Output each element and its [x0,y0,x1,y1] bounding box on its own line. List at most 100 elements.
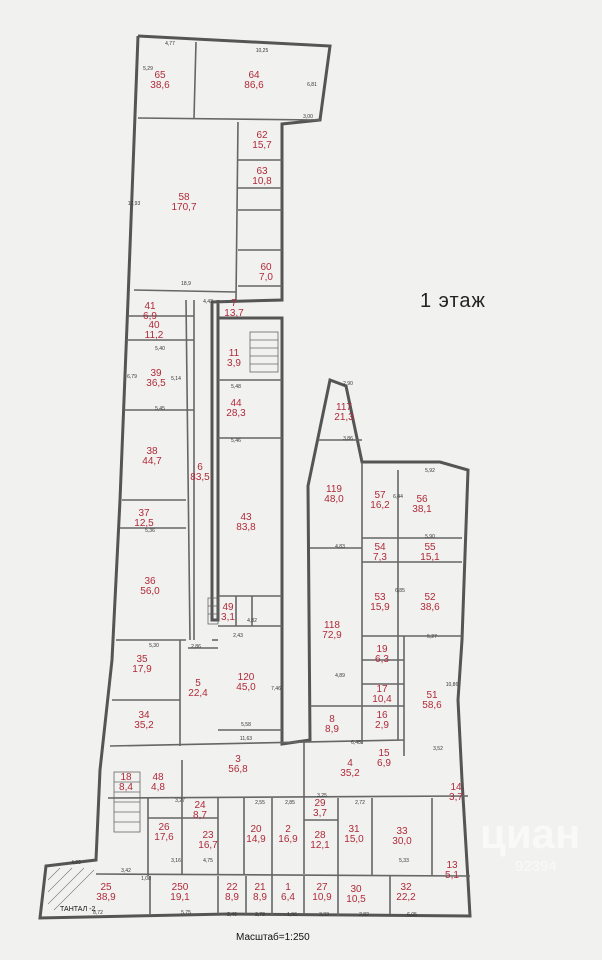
room-48: 484,8 [151,772,165,793]
room-area: 35,2 [340,768,360,779]
dimension-label: 3,16 [171,858,181,864]
room-41: 416,9 [143,301,157,322]
room-area: 16,7 [198,840,218,851]
room-number: 58 [178,192,190,203]
dimension-label: 6,44 [393,494,403,500]
room-6: 683,5 [190,462,210,483]
dimension-label: 5,75 [181,910,191,916]
room-number: 60 [260,262,272,273]
room-area: 45,0 [236,682,256,693]
room-number: 117 [336,402,352,413]
room-area: 3,9 [227,358,241,369]
room-area: 170,7 [171,202,196,213]
room-number: 53 [374,592,386,603]
room-area: 15,7 [252,140,272,151]
room-number: 65 [154,70,166,81]
room-number: 2 [285,824,291,835]
room-number: 5 [195,678,201,689]
room-number: 38 [146,446,158,457]
stairs [113,331,279,833]
room-18: 188,4 [119,772,133,793]
room-number: 57 [374,490,386,501]
room-number: 52 [424,592,436,603]
dimension-label: 18,9 [181,281,191,287]
room-number: 64 [248,70,260,81]
room-number: 4 [347,758,353,769]
room-area: 17,6 [154,832,174,843]
room-area: 7,0 [259,272,273,283]
dimension-label: 2,86 [191,644,201,650]
interior-walls [95,41,471,916]
room-number: 44 [230,398,242,409]
room-area: 5,1 [445,870,459,881]
dimension-label: 2,82 [359,912,369,918]
room-area: 10,4 [372,694,392,705]
room-15: 156,9 [377,748,391,769]
room-number: 17 [376,684,388,695]
room-area: 10,9 [312,892,332,903]
room-number: 27 [316,882,328,893]
room-area: 38,6 [150,80,170,91]
room-area: 58,6 [422,700,442,711]
dimension-label: 17,93 [128,201,141,207]
dimension-label: 3,25 [317,793,327,799]
dimension-label: 2,85 [285,800,295,806]
dimension-label: 5,46 [231,438,241,444]
dimension-label: 2,72 [355,800,365,806]
dimension-label: 5,58 [241,722,251,728]
room-area: 56,0 [140,586,160,597]
dimension-label: 5,92 [425,468,435,474]
dimension-label: 6,79 [127,374,137,380]
room-number: 118 [324,620,340,631]
dimension-label: 5,27 [427,634,437,640]
room-60: 607,0 [259,262,273,283]
room-number: 51 [426,690,438,701]
room-2: 216,9 [278,824,298,845]
room-area: 28,3 [226,408,246,419]
room-number: 30 [350,884,362,895]
dimension-label: 2,43 [233,633,243,639]
room-area: 22,2 [396,892,416,903]
room-area: 48,0 [324,494,344,505]
room-area: 22,4 [188,688,208,699]
room-area: 12,1 [310,840,330,851]
room-area: 12,5 [134,518,154,529]
room-area: 6,9 [377,758,391,769]
room-number: 35 [136,654,148,665]
dimension-label: 6,05 [407,912,417,918]
room-area: 13,7 [224,308,244,319]
room-number: 43 [240,512,252,523]
watermark-id: 92394 [515,858,557,875]
room-number: 49 [222,602,234,613]
room-13: 135,1 [445,860,459,881]
room-area: 6,4 [281,892,295,903]
dimension-label: 3,52 [433,746,443,752]
room-area: 21,3 [334,412,354,423]
bottom-left-label: ТАНТАЛ -2 [60,906,96,913]
dimension-label: 4,75 [203,858,213,864]
dimension-label: 5,48 [231,384,241,390]
room-8: 88,9 [325,714,339,735]
dimension-label: 6,48 [351,740,361,746]
hatch [47,867,95,911]
room-3: 356,8 [228,754,248,775]
room-number: 41 [144,301,156,312]
dimension-label: 1,96 [287,912,297,918]
